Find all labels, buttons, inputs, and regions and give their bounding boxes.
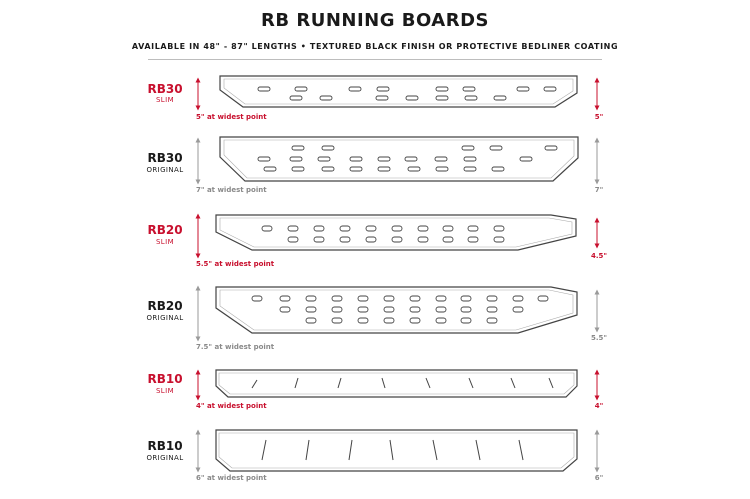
board-rb30-slim (195, 75, 600, 111)
board-rb20-original (195, 285, 600, 342)
width-label-rb20-slim: 5.5" at widest point (196, 260, 275, 268)
board-model-rb20-slim: RB20 (147, 223, 183, 237)
board-model-rb10-slim: RB10 (147, 372, 183, 386)
page-title: RB RUNNING BOARDS (261, 10, 489, 31)
board-model-rb30-original: RB30 (147, 151, 183, 165)
board-variant-rb10-original: ORIGINAL (146, 454, 184, 462)
board-variant-rb10-slim: SLIM (155, 387, 175, 395)
board-model-rb10-original: RB10 (147, 439, 183, 453)
end-label-rb10-original: 6" (594, 474, 604, 482)
header-divider (148, 59, 602, 60)
width-label-rb20-original: 7.5" at widest point (196, 343, 275, 351)
width-label-rb10-slim: 4" at widest point (196, 402, 267, 410)
board-variant-rb20-slim: SLIM (155, 238, 175, 246)
end-label-rb30-slim: 5" (594, 113, 604, 121)
board-variant-rb30-original: ORIGINAL (146, 166, 184, 174)
board-rb20-slim (195, 213, 600, 259)
board-rb10-slim (195, 369, 600, 401)
board-rb30-original (195, 136, 600, 185)
board-model-rb30-slim: RB30 (147, 82, 183, 96)
width-label-rb30-original: 7" at widest point (196, 186, 267, 194)
width-label-rb10-original: 6" at widest point (196, 474, 267, 482)
end-label-rb30-original: 7" (594, 186, 604, 194)
board-rb10-original (195, 429, 600, 473)
board-model-rb20-original: RB20 (147, 299, 183, 313)
board-variant-rb20-original: ORIGINAL (146, 314, 184, 322)
board-variant-rb30-slim: SLIM (155, 96, 175, 104)
end-label-rb20-slim: 4.5" (590, 252, 608, 260)
end-label-rb20-original: 5.5" (590, 334, 608, 342)
width-label-rb30-slim: 5" at widest point (196, 113, 267, 121)
page-subtitle: AVAILABLE IN 48" - 87" LENGTHS • TEXTURE… (131, 42, 619, 51)
end-label-rb10-slim: 4" (594, 402, 604, 410)
